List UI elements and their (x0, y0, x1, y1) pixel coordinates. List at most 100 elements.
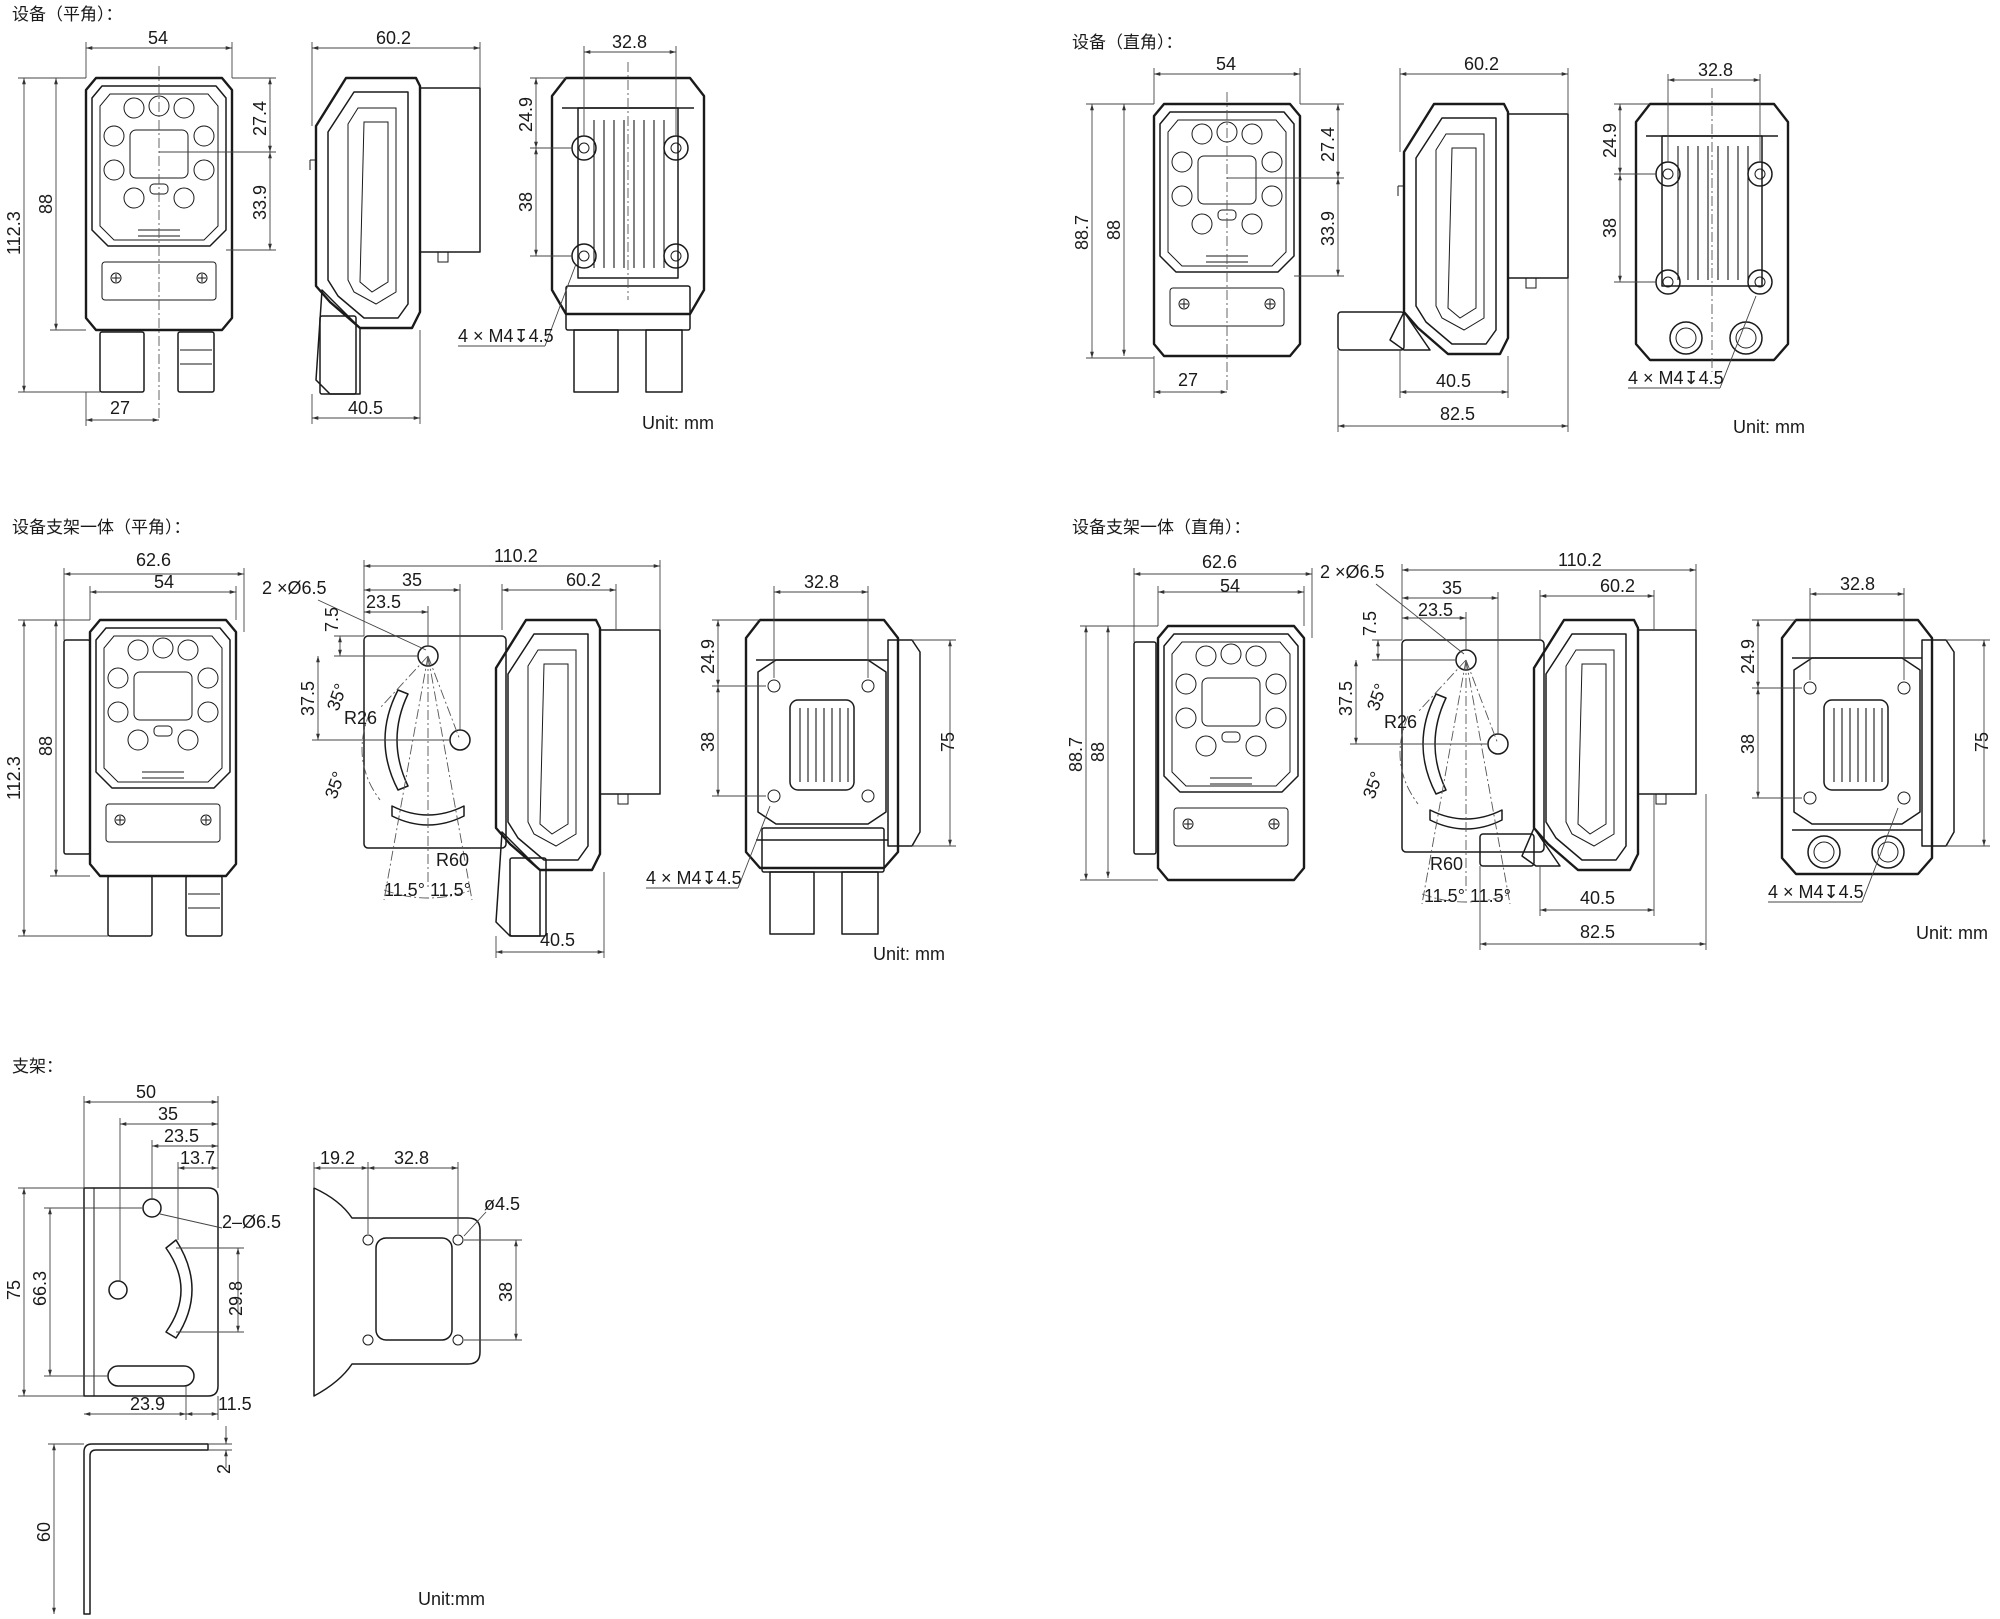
dim-mf-front-height-body: 88 (36, 736, 56, 756)
mount-flat-rear-view (744, 618, 921, 935)
dim-ms-side-r60: R60 (1430, 854, 1463, 874)
mount-straight-rear-view (1780, 618, 1955, 876)
dim-mf-front-width-body: 54 (154, 572, 174, 592)
rear-fins (593, 120, 665, 268)
mount-flat-front-dims: 62.6 54 112.3 88 (4, 550, 245, 937)
dim-mf-rear-top: 24.9 (698, 639, 718, 674)
dim-br-w35: 35 (158, 1104, 178, 1124)
dim-ds-rear-thread: 4 × M4↧4.5 (1628, 368, 1724, 388)
dim-ms-side-235: 23.5 (1418, 600, 1453, 620)
dim-df-front-height-total: 112.3 (4, 211, 24, 255)
heading-mount-flat: 设备支架一体（平角）： (12, 518, 191, 538)
device-straight-rear-view (1634, 88, 1790, 372)
dim-mf-front-height-total: 112.3 (4, 756, 24, 800)
heading-device-flat: 设备（平角）： (12, 5, 123, 25)
mount-straight-front-dims: 62.6 54 88.7 88 (1066, 552, 1313, 881)
dim-br-b115: 11.5 (218, 1394, 252, 1414)
mount-flat-side-view (361, 618, 661, 937)
device-flat-side-view (309, 76, 481, 395)
dim-df-front-mid: 33.9 (250, 185, 270, 220)
bracket-front-view (83, 1187, 219, 1397)
heading-mount-straight: 设备支架一体（直角）： (1072, 518, 1251, 538)
mount-straight-side-dims: 110.2 2 ×Ø6.5 35 23.5 60.2 7.5 37.5 35° … (1320, 550, 1707, 950)
mount-flat-side-dims: 110.2 2 ×Ø6.5 35 23.5 60.2 7.5 37.5 35° … (262, 546, 661, 958)
dim-df-rear-top: 24.9 (516, 97, 536, 132)
dim-ms-side-total: 110.2 (1558, 550, 1602, 570)
dim-df-front-height-body: 88 (36, 194, 56, 214)
dim-df-front-bottom: 27 (110, 398, 130, 418)
dim-ds-side-total: 82.5 (1440, 404, 1475, 424)
dim-br-w137: 13.7 (180, 1148, 215, 1168)
dim-ms-rear-thread: 4 × M4↧4.5 (1768, 882, 1864, 902)
bracket-flange-dims: 19.2 32.8 ø4.5 38 (313, 1148, 522, 1341)
dim-br-w235: 23.5 (164, 1126, 199, 1146)
dim-ds-rear-width: 32.8 (1698, 60, 1733, 80)
mount-straight-side-view (1399, 618, 1697, 905)
dim-mf-side-35: 35 (402, 570, 422, 590)
dim-ms-side-375: 37.5 (1336, 681, 1356, 716)
dim-ms-rear-pitch: 38 (1738, 734, 1758, 754)
bracket-front-dims: 50 35 23.5 13.7 2–Ø6.5 75 66.3 29.8 23.9… (4, 1082, 281, 1420)
mount-flat-front-view (63, 618, 238, 937)
rear-fins (799, 708, 849, 782)
dim-mf-side-375: 37.5 (298, 681, 318, 716)
mount-straight-rear-dims: 32.8 24.9 38 75 4 × M4↧4.5 (1738, 574, 1992, 903)
dim-br-fhole: ø4.5 (484, 1194, 520, 1214)
dim-br-b239: 23.9 (130, 1394, 165, 1414)
dim-br-h60: 60 (34, 1522, 54, 1542)
heading-bracket: 支架： (12, 1057, 63, 1077)
dim-mf-side-235: 23.5 (366, 592, 401, 612)
dim-br-f328: 32.8 (394, 1148, 429, 1168)
dim-ms-front-height-total: 88.7 (1066, 737, 1086, 772)
device-flat-front-dims: 54 112.3 88 27.4 33.9 27 (4, 28, 276, 426)
dim-ms-side-hole: 2 ×Ø6.5 (1320, 562, 1385, 582)
device-flat-front-view (84, 66, 234, 420)
rear-fins (1833, 708, 1883, 782)
dim-mf-side-115a: 11.5° (384, 880, 425, 900)
dim-mf-side-115b: 11.5° (430, 880, 471, 900)
dim-ds-rear-pitch: 38 (1600, 218, 1620, 238)
dim-ms-rear-top: 24.9 (1738, 639, 1758, 674)
dim-df-rear-thread: 4 × M4↧4.5 (458, 326, 554, 346)
dim-ds-front-width: 54 (1216, 54, 1236, 74)
device-flat-rear-dims: 32.8 24.9 38 4 × M4↧4.5 (458, 32, 677, 347)
dim-ds-front-bottom: 27 (1178, 370, 1198, 390)
dim-mf-rear-height: 75 (938, 732, 958, 752)
dim-mf-rear-thread: 4 × M4↧4.5 (646, 868, 742, 888)
dim-ms-side-115b: 11.5° (1470, 886, 1511, 906)
dim-mf-side-depth: 60.2 (566, 570, 601, 590)
dim-ms-side-r26: R26 (1384, 712, 1417, 732)
dim-ms-side-depth: 60.2 (1600, 576, 1635, 596)
device-flat-rear-view (550, 62, 706, 393)
dim-ms-side-35deg-a: 35° (1363, 681, 1391, 713)
dim-ms-side-total-bottom: 82.5 (1580, 922, 1615, 942)
dim-mf-side-35deg-b: 35° (321, 769, 349, 801)
dim-mf-side-r60: R60 (436, 850, 469, 870)
dim-br-h298: 29.8 (226, 1281, 246, 1316)
dim-br-h663: 66.3 (30, 1271, 50, 1306)
dim-ms-side-35: 35 (1442, 578, 1462, 598)
bracket-side-dims: 2 60 (34, 1426, 234, 1614)
bracket-flange-view (313, 1187, 481, 1397)
dim-df-rear-pitch: 38 (516, 192, 536, 212)
dim-br-thick: 2 (214, 1464, 234, 1474)
dim-ms-side-35deg-b: 35° (1359, 769, 1387, 801)
dim-df-side-depth: 60.2 (376, 28, 411, 48)
unit-label-mount-straight: Unit: mm (1916, 923, 1988, 943)
dim-ms-front-height-body: 88 (1088, 742, 1108, 762)
rear-fins (1677, 146, 1749, 280)
dim-ms-front-width-total: 62.6 (1202, 552, 1237, 572)
device-flat-side-dims: 60.2 40.5 (311, 28, 481, 424)
dim-mf-side-total: 110.2 (494, 546, 538, 566)
dim-mf-side-75: 7.5 (322, 607, 342, 632)
bracket-side-view (83, 1443, 209, 1615)
mount-flat-rear-dims: 32.8 24.9 38 75 4 × M4↧4.5 (646, 572, 958, 889)
dim-ds-side-base: 40.5 (1436, 371, 1471, 391)
device-straight-side-dims: 60.2 40.5 82.5 (1337, 54, 1569, 432)
dim-ds-front-top: 27.4 (1318, 127, 1338, 162)
dim-mf-front-width-total: 62.6 (136, 550, 171, 570)
dim-df-rear-width: 32.8 (612, 32, 647, 52)
dim-ms-front-width-body: 54 (1220, 576, 1240, 596)
dim-df-front-width: 54 (148, 28, 168, 48)
